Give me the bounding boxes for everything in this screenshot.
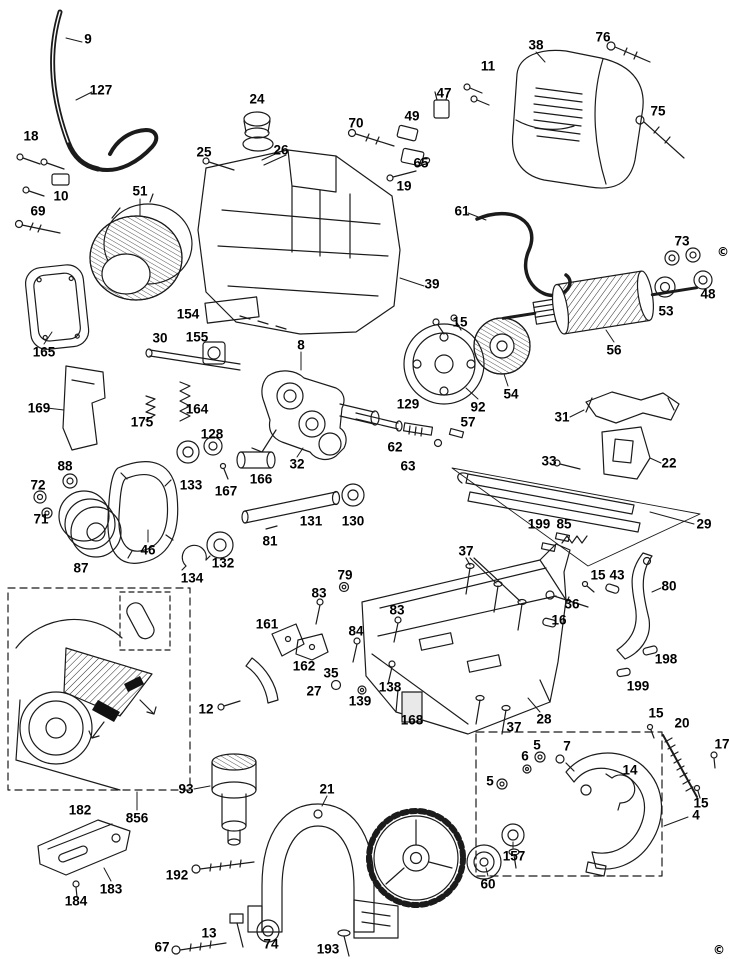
pulley-87 <box>58 490 122 558</box>
screw-76 <box>606 41 651 63</box>
screw-192 <box>191 859 255 874</box>
screw-84 <box>352 637 361 663</box>
lever-27 <box>245 657 279 704</box>
leader-lines <box>43 37 695 882</box>
circlip-134 <box>181 544 211 571</box>
fan-gear-54 <box>473 317 531 375</box>
screw-70 <box>347 128 395 147</box>
nut-139 <box>357 685 367 695</box>
lever-80 <box>616 552 653 660</box>
screw-25 <box>202 157 235 171</box>
washers-73-48-53 <box>654 247 713 298</box>
pin-166 <box>236 451 276 469</box>
fan-baffle-92 <box>403 314 485 405</box>
armature-56 <box>501 270 699 335</box>
bracket-22 <box>601 426 651 480</box>
screw-138 <box>387 660 396 685</box>
ring-88 <box>62 473 78 489</box>
spindle-131 <box>241 490 341 524</box>
bearing-133 <box>176 440 200 464</box>
screw-83a <box>315 598 324 625</box>
spindle-93 <box>211 753 257 846</box>
screw-33 <box>553 459 581 470</box>
screw-67 <box>171 940 227 955</box>
gasket-165 <box>24 264 90 350</box>
clip-26 <box>261 149 287 166</box>
washer-71 <box>41 507 53 519</box>
screw-193 <box>337 929 351 957</box>
brush-cap-24 <box>243 111 271 139</box>
handle-cover-38 <box>511 49 644 189</box>
wrench-183 <box>37 819 131 876</box>
brush-holder-31 <box>585 391 680 424</box>
power-cord <box>50 9 159 172</box>
gear-case-8 <box>251 370 380 461</box>
pad-168 <box>401 691 423 723</box>
screw-75 <box>635 115 685 159</box>
bearing-128 <box>203 436 223 456</box>
baffle-169 <box>62 365 106 451</box>
spring-164 <box>179 381 191 422</box>
screw-83b <box>393 616 402 643</box>
pin-199-lower <box>616 667 631 678</box>
bearing-132 <box>206 531 234 559</box>
saw-blade <box>366 808 466 908</box>
screw-15-mid <box>646 723 655 739</box>
washer-72 <box>33 490 47 504</box>
plate-154 <box>204 296 260 324</box>
depth-rod-kit-29 <box>451 467 701 567</box>
screw-167 <box>219 462 229 480</box>
washer-130 <box>341 483 365 507</box>
plate-161 <box>271 623 305 657</box>
pin-198 <box>642 645 658 656</box>
screw-36 <box>545 590 589 608</box>
block-155 <box>202 341 226 365</box>
ring-79 <box>338 581 350 593</box>
drive-belt-46 <box>107 461 179 564</box>
screw-15-low <box>693 784 701 799</box>
lever-30 <box>145 348 241 371</box>
nut-35 <box>330 679 342 691</box>
lower-guard-4 <box>475 731 663 877</box>
motor-housing <box>197 136 401 335</box>
shaft-129-62-63-57 <box>355 412 465 448</box>
spring-20 <box>662 734 698 798</box>
outer-flange-60 <box>466 844 502 880</box>
screw-184 <box>72 880 80 898</box>
bolt-13 <box>229 913 244 948</box>
motor-lead-wire-61 <box>475 211 572 298</box>
shoe-base-28 <box>361 543 571 735</box>
pin-16 <box>542 617 557 628</box>
field-coil <box>89 193 193 301</box>
inset-view-856 <box>7 587 191 791</box>
spring-175 <box>145 395 156 421</box>
screw-12 <box>217 700 241 711</box>
screw-15-upper <box>581 580 595 593</box>
upper-guard-21 <box>247 803 399 939</box>
screw-set-18 <box>14 153 70 234</box>
pin-43 <box>605 583 620 594</box>
washer-74 <box>256 919 280 943</box>
plate-162 <box>295 633 329 661</box>
pin-81 <box>265 525 278 530</box>
screw-17 <box>710 751 718 769</box>
small-hardware-11-47-49-65-19 <box>386 83 490 182</box>
screws-37 <box>465 557 527 735</box>
